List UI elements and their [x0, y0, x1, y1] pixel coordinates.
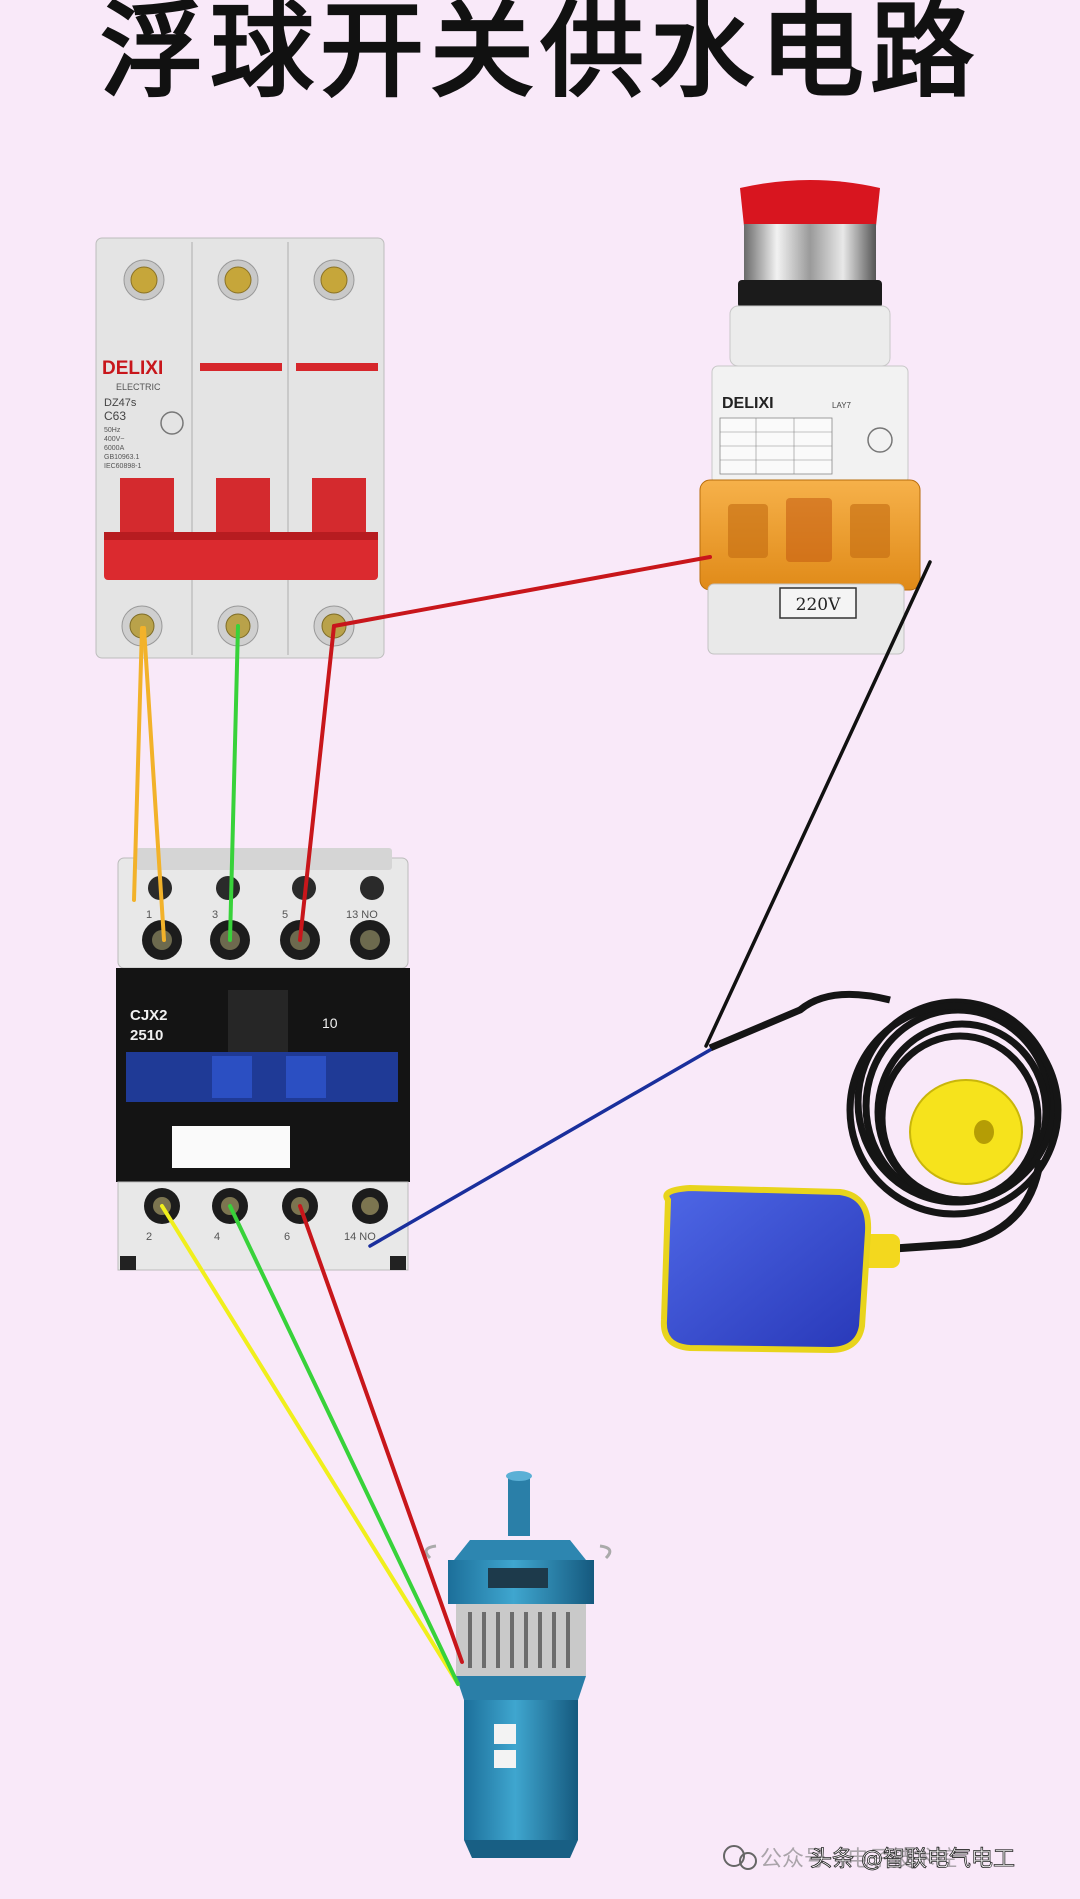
float-switch	[660, 990, 1062, 1354]
wire-l3-to-contactor	[298, 624, 336, 942]
float-blue-body	[660, 1184, 872, 1354]
float-yellow-weight	[909, 1079, 1023, 1185]
push-button: DELIXI LAY7 220V	[699, 180, 921, 655]
contactor-bottom-label-6: 6	[284, 1231, 290, 1243]
breaker-handle	[104, 478, 378, 580]
breaker-model: DZ47s	[104, 397, 137, 409]
page-title: 浮球开关供水电路	[99, 0, 980, 112]
wires	[132, 555, 932, 1686]
breaker-spec-5: IEC60898-1	[104, 463, 141, 470]
water-pump	[424, 1471, 612, 1858]
breaker-spec-3: 6000A	[104, 445, 125, 452]
wire-l3-to-button	[332, 555, 712, 628]
wire-signal-to-contactor	[368, 1048, 712, 1248]
breaker-brand: DELIXI	[102, 358, 163, 379]
contactor-bottom-label-2: 2	[146, 1231, 152, 1243]
float-cable-coil	[846, 998, 1062, 1218]
contactor-top-label-13no: 13 NO	[346, 909, 378, 921]
wire-neutral-to-float	[704, 560, 932, 1048]
contactor-model-line1: CJX2	[130, 1007, 168, 1024]
breaker-spec-4: GB10963.1	[104, 454, 140, 461]
wire-l2	[228, 624, 240, 942]
breaker-rating: C63	[104, 409, 126, 423]
wire-out-red	[298, 1204, 464, 1664]
contactor-top-label-1: 1	[146, 909, 152, 921]
circuit-breaker: DELIXI ELECTRIC DZ47s C63 50Hz 400V~ 600…	[95, 237, 385, 659]
contactor-label-plate	[172, 1126, 290, 1168]
contactor-top-label-5: 5	[282, 909, 288, 921]
breaker-sub: ELECTRIC	[116, 382, 161, 392]
ccc-mark-icon	[160, 411, 184, 435]
contactor-bottom-label-14no: 14 NO	[344, 1231, 376, 1243]
wechat-icon	[723, 1845, 745, 1867]
button-brand: DELIXI	[722, 395, 774, 412]
button-voltage: 220V	[796, 595, 841, 615]
contactor-top-label-3: 3	[212, 909, 218, 921]
contactor-code: 10	[322, 1015, 338, 1031]
breaker-spec-1: 50Hz	[104, 427, 121, 434]
contactor-model-line2: 2510	[130, 1027, 163, 1044]
breaker-top-terminals	[123, 259, 355, 301]
button-model: LAY7	[832, 401, 852, 410]
contactor: 1 3 5 13 NO CJX2 2510 10 2	[116, 848, 410, 1271]
breaker-spec-2: 400V~	[104, 436, 124, 443]
contactor-bottom-label-4: 4	[214, 1231, 220, 1243]
warning-label-icon	[494, 1724, 516, 1744]
watermark-part2: 头条 @智联电气电工	[810, 1847, 1015, 1872]
ccc-mark-icon	[867, 427, 893, 453]
wire-out-green	[228, 1204, 460, 1686]
wire-out-yellow	[160, 1204, 460, 1686]
contactor-bottom-terminals	[144, 1188, 388, 1224]
wire-l1-b	[142, 626, 166, 942]
wire-l1-a	[132, 626, 144, 902]
watermark: 公众号 · 电子技术控 头条 @智联电气电工	[723, 1845, 1015, 1872]
watermark-part1: 公众号 · 电子技术控	[760, 1847, 957, 1872]
